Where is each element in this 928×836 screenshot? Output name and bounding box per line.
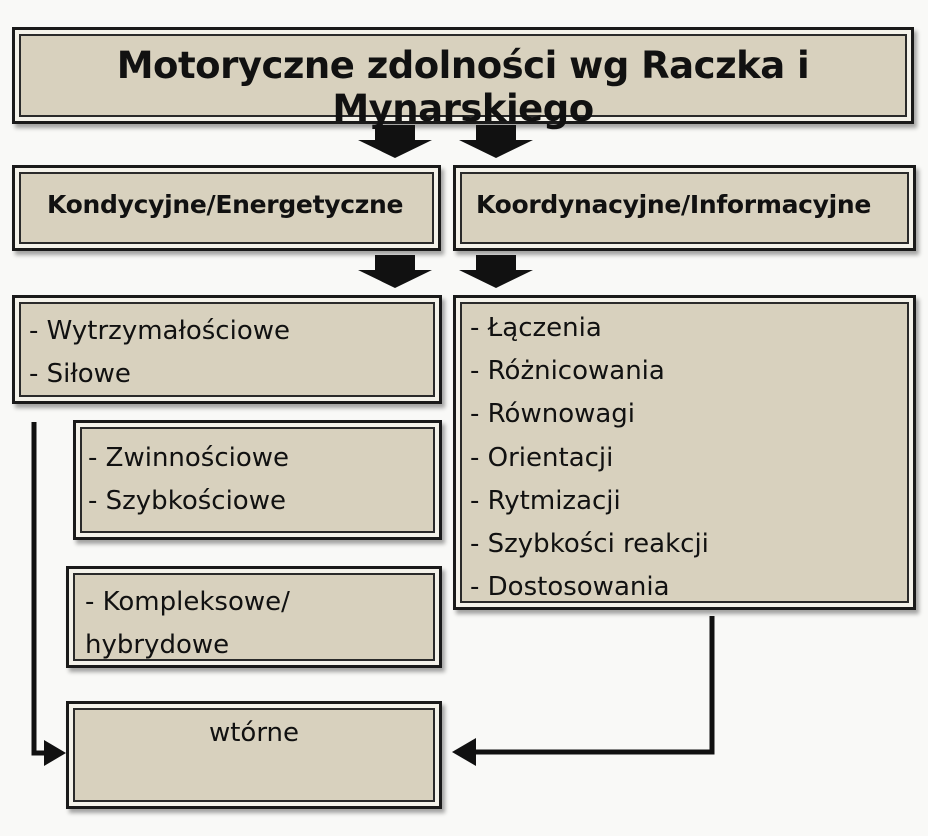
secondary-box: wtórne [66,701,442,809]
arrow-down-icon [358,125,432,158]
category-energetic-label: Kondycyjne/Energetyczne [47,190,404,219]
arrow-right-icon [44,740,66,766]
list-item: - Równowagi [470,399,636,430]
list-item: - Szybkościowe [88,486,286,516]
title-box: Motoryczne zdolności wg Raczka i Mynarsk… [12,27,914,130]
arrow-down-icon [459,255,533,288]
category-coordination-box: Koordynacyjne/Informacyjne [453,165,916,251]
coordination-box: - Łączenia - Różnicowania - Równowagi - … [453,295,916,610]
right-connector-line [472,616,715,755]
secondary-label: wtórne [208,718,300,748]
list-item: - Wytrzymałościowe [29,316,290,346]
arrow-down-icon [459,125,533,158]
list-item: - Rytmizacji [470,485,621,516]
list-item: - Łączenia [470,313,602,343]
list-item: - Orientacji [470,442,614,473]
speed-agility-list: - Zwinnościowe - Szybkościowe [88,437,289,523]
list-item: - Siłowe [29,359,131,389]
list-item: - Różnicowania [470,356,665,387]
list-item: - Dostosowania [470,572,670,603]
category-energetic-box: Kondycyjne/Energetyczne [12,165,441,251]
speed-agility-box: - Zwinnościowe - Szybkościowe [73,420,442,540]
category-coordination-label: Koordynacyjne/Informacyjne [476,190,872,219]
hybrid-list: - Kompleksowe/ hybrydowe [85,581,290,667]
hybrid-box: - Kompleksowe/ hybrydowe [66,566,442,668]
conditioning-box: - Wytrzymałościowe - Siłowe [12,295,442,404]
list-item: - Szybkości reakcji [470,529,709,560]
arrow-down-icon [358,255,432,288]
conditioning-list: - Wytrzymałościowe - Siłowe [29,310,290,396]
left-connector-line [31,422,48,756]
diagram-title: Motoryczne zdolności wg Raczka i Mynarsk… [116,44,810,130]
arrow-left-icon [452,738,476,766]
list-item: - Kompleksowe/ [85,587,290,617]
list-item: hybrydowe [85,630,230,660]
coordination-list: - Łączenia - Różnicowania - Równowagi - … [470,307,709,609]
list-item: - Zwinnościowe [88,443,290,473]
